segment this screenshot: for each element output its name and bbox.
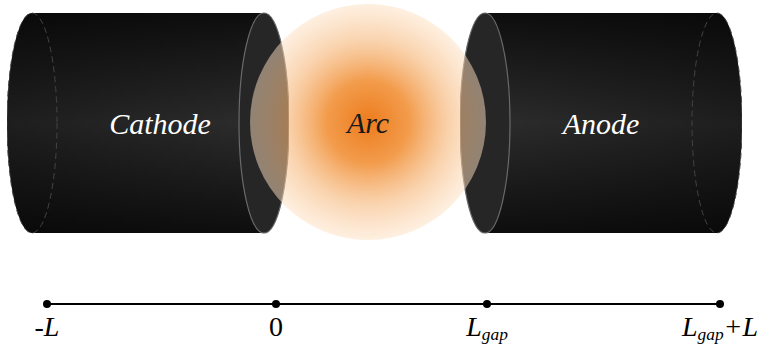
- cylinder-end: [692, 13, 742, 233]
- cylinder-body: [7, 13, 289, 233]
- axis-line: [47, 303, 720, 305]
- axis-dot: [272, 300, 280, 308]
- cylinder-face: [460, 13, 510, 233]
- axis-label: Lgap+L: [682, 312, 758, 344]
- axis-dot: [483, 300, 491, 308]
- anode-cylinder: Anode: [460, 10, 742, 236]
- axis-label: 0: [269, 312, 283, 343]
- cathode-cylinder: Cathode: [7, 10, 289, 236]
- axis-dot: [716, 300, 724, 308]
- cylinder-shade: [460, 13, 742, 233]
- electrode-label: Anode: [563, 107, 640, 140]
- cylinder-shade: [7, 13, 289, 233]
- axis-label: -L: [35, 312, 60, 343]
- cylinder-body: [460, 13, 742, 233]
- electrode-label: Cathode: [109, 107, 211, 140]
- arc-glow: Arc: [250, 4, 486, 240]
- axis-dot: [43, 300, 51, 308]
- cylinder-end: [7, 13, 57, 233]
- axis-label: Lgap: [466, 312, 508, 344]
- electrode-label: Arc: [347, 106, 389, 139]
- arc-glow: [250, 4, 486, 240]
